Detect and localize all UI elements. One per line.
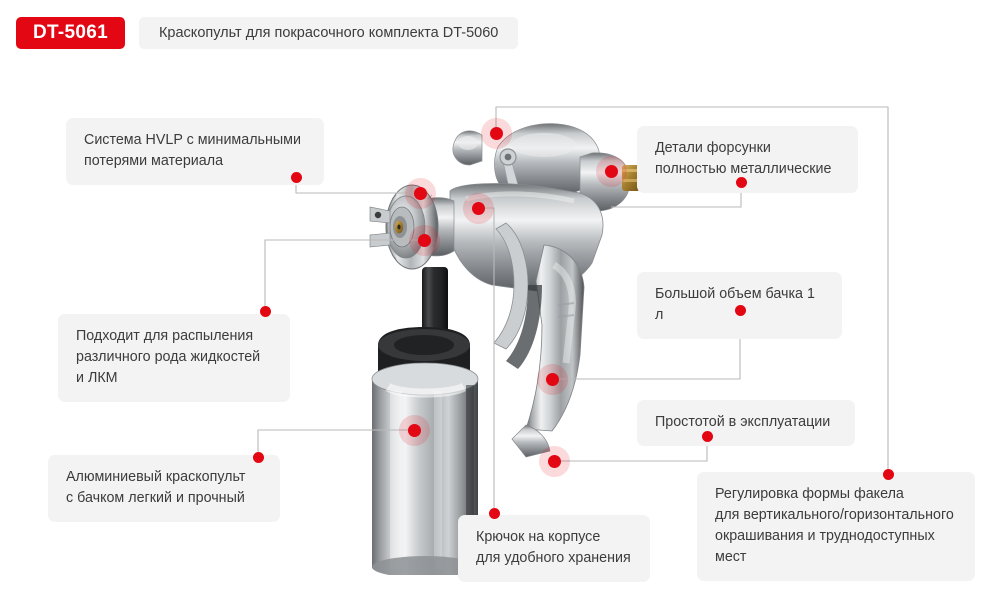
callout-dot-nozzle xyxy=(735,176,747,188)
callout-liquids: Подходит для распыления различного рода … xyxy=(58,314,290,403)
product-marker-aluminium[interactable] xyxy=(407,423,421,437)
callout-nozzle: Детали форсунки полностью металлические xyxy=(637,126,858,194)
product-marker-hook[interactable] xyxy=(471,201,485,215)
product-marker-hvlp[interactable] xyxy=(413,186,427,200)
callout-dot-hook xyxy=(488,507,500,519)
product-marker-fan-adjust[interactable] xyxy=(489,126,503,140)
page-title: Краскопульт для покрасочного комплекта D… xyxy=(138,17,519,49)
connector-aluminium xyxy=(257,429,414,457)
callout-dot-hvlp xyxy=(290,171,302,183)
connector-liquids xyxy=(264,239,424,311)
callout-dot-fan-adjust xyxy=(882,468,894,480)
product-marker-capacity[interactable] xyxy=(545,372,559,386)
callout-simplicity: Простотой в эксплуатации xyxy=(637,400,855,447)
callout-dot-liquids xyxy=(259,305,271,317)
product-marker-nozzle[interactable] xyxy=(604,164,618,178)
callout-dot-aluminium xyxy=(252,451,264,463)
callout-dot-simplicity xyxy=(701,430,713,442)
sku-badge: DT-5061 xyxy=(16,17,125,49)
callout-dot-capacity xyxy=(734,304,746,316)
callout-hvlp: Система HVLP с минимальными потерями мат… xyxy=(66,118,324,186)
callout-hook: Крючок на корпусе для удобного хранения xyxy=(458,515,650,583)
callout-aluminium: Алюминиевый краскопульт с бачком легкий … xyxy=(48,455,280,523)
product-marker-liquids[interactable] xyxy=(417,233,431,247)
connector-hook xyxy=(478,207,495,513)
callout-fan-adjust: Регулировка формы факела для вертикально… xyxy=(697,472,975,582)
header: DT-5061 Краскопульт для покрасочного ком… xyxy=(16,17,519,49)
product-marker-simplicity[interactable] xyxy=(547,454,561,468)
